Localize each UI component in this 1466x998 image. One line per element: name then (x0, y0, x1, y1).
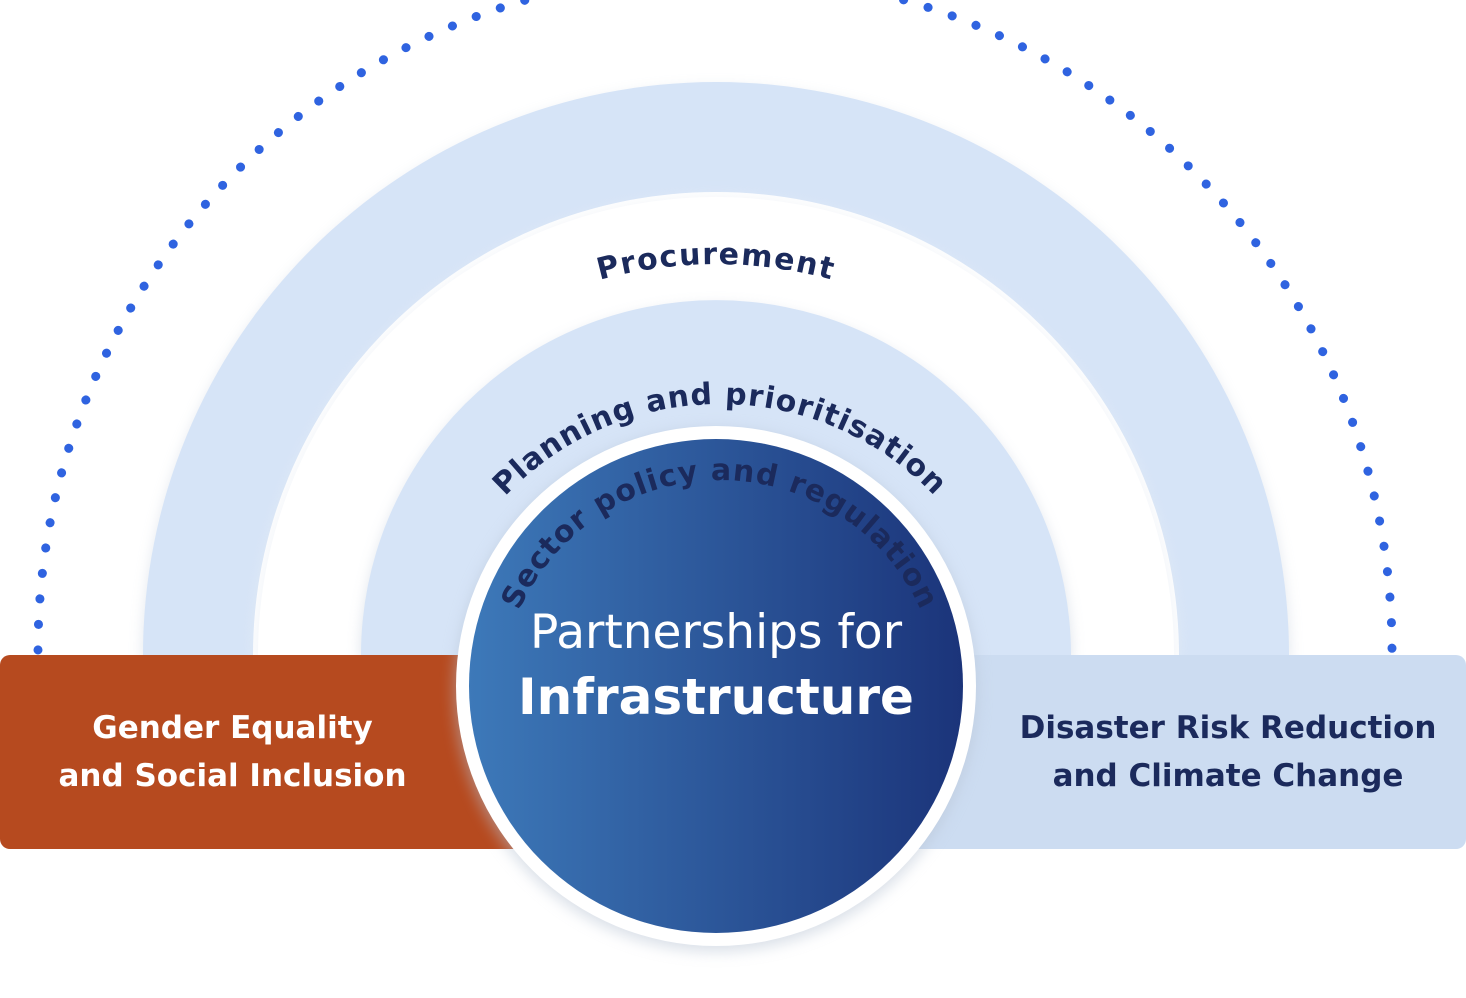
right-band (870, 655, 1466, 849)
right-band-line1: Disaster Risk Reduction (1019, 710, 1437, 746)
right-band-label: Disaster Risk Reduction and Climate Chan… (990, 655, 1466, 849)
left-band-line2: and Social Inclusion (58, 758, 407, 794)
core-title-line1: Partnerships for (529, 605, 903, 660)
left-band (0, 655, 560, 849)
core-circle (469, 439, 963, 933)
right-band-line2: and Climate Change (1052, 758, 1404, 794)
core-title-line2: Infrastructure (518, 668, 914, 726)
left-band-line1: Gender Equality (92, 710, 373, 746)
core-title: Partnerships for Infrastructure (470, 440, 962, 932)
left-band-label: Gender Equality and Social Inclusion (0, 655, 465, 849)
